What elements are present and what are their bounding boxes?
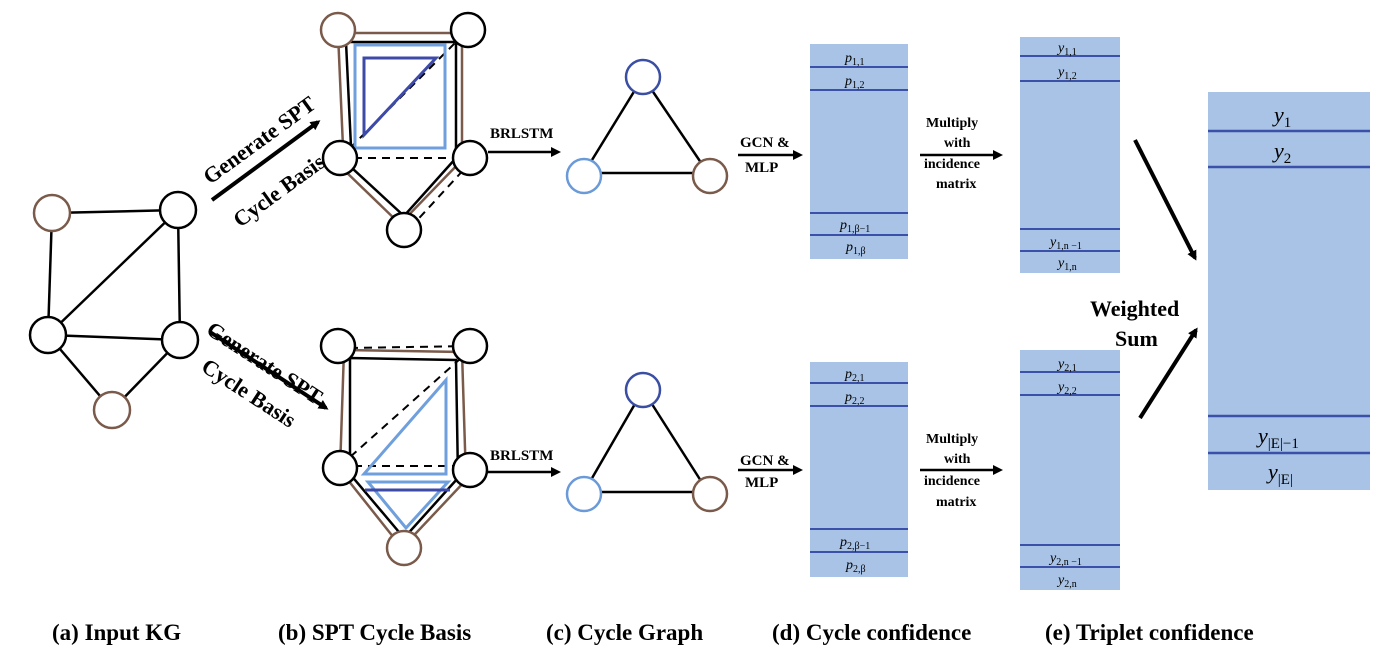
multiply-label: Multiply	[926, 432, 978, 447]
sum-label: Sum	[1115, 326, 1158, 351]
p11-label: p1,1	[844, 51, 865, 68]
p1b-label: p1,β	[845, 240, 866, 257]
triplet-partial-bottom: y2,1 y2,2 y2,n −1 y2,n	[1020, 350, 1120, 590]
spt-node	[385, 211, 423, 249]
brlstm-label: BRLSTM	[490, 448, 553, 464]
y1-label: y1	[1272, 102, 1291, 131]
brlstm-arrow-bottom: BRLSTM	[488, 448, 561, 477]
spt-node	[451, 327, 489, 365]
captions: (a) Input KG (b) SPT Cycle Basis (c) Cyc…	[52, 620, 1254, 645]
kg-node	[160, 320, 200, 360]
spt-node	[451, 451, 489, 489]
caption-e: (e) Triplet confidence	[1045, 620, 1254, 645]
multiply-arrow-top: Multiply with incidence matrix	[920, 116, 1003, 192]
kg-node-brown-top	[32, 193, 72, 233]
with-label: with	[944, 452, 971, 467]
yE-label: y|E|	[1266, 459, 1293, 488]
cycle-node-light-blue	[565, 157, 603, 195]
cycle-node-dark-blue	[624, 371, 662, 409]
y12-label: y1,2	[1056, 65, 1077, 82]
y1n-1-label: y1,n −1	[1048, 235, 1082, 252]
y1n-label: y1,n	[1056, 256, 1077, 273]
triplet-partial-top: y1,1 y1,2 y1,n −1 y1,n	[1020, 37, 1120, 273]
spt-node	[321, 449, 359, 487]
kg-node	[28, 315, 68, 355]
gcn-label: GCN &	[740, 135, 790, 151]
spt-node	[319, 327, 357, 365]
cycle-confidence-top: p1,1 p1,2 p1,β−1 p1,β	[810, 44, 908, 259]
cycle-node-brown	[691, 157, 729, 195]
spt-node-brown	[385, 529, 423, 567]
multiply-label: Multiply	[926, 116, 978, 131]
p1b-1-label: p1,β−1	[839, 218, 870, 235]
caption-b: (b) SPT Cycle Basis	[278, 620, 471, 645]
mlp-label: MLP	[745, 160, 778, 176]
incidence-label: incidence	[924, 157, 980, 172]
spt-node	[321, 139, 359, 177]
generate-spt-arrow-bottom: Generate SPT Cycle Basis	[197, 316, 329, 433]
cycle-graph-top	[565, 58, 729, 195]
cycle-graph-bottom	[565, 371, 729, 513]
matrix-label: matrix	[936, 177, 976, 192]
matrix-label: matrix	[936, 495, 976, 510]
weighted-label: Weighted	[1090, 296, 1179, 321]
y2n-1-label: y2,n −1	[1048, 551, 1082, 568]
weighted-sum-arrows: Weighted Sum	[1090, 139, 1198, 420]
p2b-1-label: p2,β−1	[839, 535, 870, 552]
p2b-label: p2,β	[845, 558, 866, 575]
gcn-mlp-arrow-top: GCN & MLP	[738, 135, 803, 176]
spt-node-brown	[319, 11, 357, 49]
y21-label: y2,1	[1056, 357, 1077, 374]
cycle-node-dark-blue	[624, 58, 662, 96]
caption-a: (a) Input KG	[52, 620, 181, 645]
p22-label: p2,2	[844, 390, 865, 407]
caption-c: (c) Cycle Graph	[546, 620, 703, 645]
gcn-mlp-arrow-bottom: GCN & MLP	[738, 453, 803, 491]
with-label: with	[944, 136, 971, 151]
y2-label: y2	[1272, 138, 1291, 167]
brlstm-arrow-top: BRLSTM	[488, 126, 561, 157]
brlstm-label: BRLSTM	[490, 126, 553, 142]
spt-node	[449, 11, 487, 49]
cycle-confidence-bottom: p2,1 p2,2 p2,β−1 p2,β	[810, 362, 908, 577]
incidence-label: incidence	[924, 474, 980, 489]
kg-node	[158, 190, 198, 230]
generate-spt-arrow-top: Generate SPT Cycle Basis	[198, 91, 330, 232]
p12-label: p1,2	[844, 74, 865, 91]
spt-cycle-basis-top	[319, 11, 489, 249]
cycle-node-brown	[691, 475, 729, 513]
y2n-label: y2,n	[1056, 573, 1077, 590]
y22-label: y2,2	[1056, 380, 1077, 397]
triplet-confidence: y1 y2 y|E|−1 y|E|	[1208, 92, 1370, 490]
caption-d: (d) Cycle confidence	[772, 620, 971, 645]
input-kg-graph	[28, 190, 200, 430]
spt-cycle-basis-bottom	[319, 327, 489, 567]
gcn-label: GCN &	[740, 453, 790, 469]
spt-node	[451, 139, 489, 177]
multiply-arrow-bottom: Multiply with incidence matrix	[920, 432, 1003, 510]
kg-node-brown-bottom	[92, 390, 132, 430]
yE-1-label: y|E|−1	[1256, 423, 1299, 452]
mlp-label: MLP	[745, 475, 778, 491]
cycle-node-light-blue	[565, 475, 603, 513]
y11-label: y1,1	[1056, 41, 1077, 58]
p21-label: p2,1	[844, 367, 865, 384]
